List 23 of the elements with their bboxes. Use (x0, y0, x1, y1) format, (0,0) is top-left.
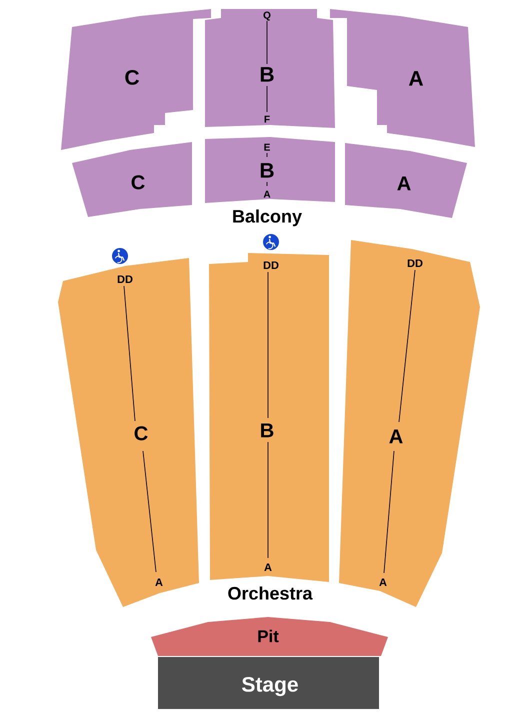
section-label: B (260, 163, 274, 178)
section-label: B (260, 67, 274, 82)
row-label: E (264, 144, 270, 151)
area-label: Pit (258, 630, 279, 642)
row-label: DD (118, 275, 132, 283)
section-label: C (132, 175, 145, 190)
area-label: Balcony (233, 209, 302, 226)
row-label: A (264, 190, 270, 198)
row-label: A (379, 578, 387, 586)
section-label: A (389, 429, 403, 444)
row-label: F (264, 116, 270, 123)
area-label: Orchestra (228, 586, 313, 600)
section-label: A (397, 176, 411, 190)
row-label: DD (264, 261, 278, 269)
section-label: B (261, 423, 274, 438)
section-label: A (408, 71, 424, 86)
section-label: C (134, 426, 148, 440)
section-label: C (125, 70, 139, 85)
row-label: A (155, 578, 163, 586)
area-label: Stage (242, 676, 298, 696)
row-label: DD (408, 259, 422, 267)
row-label: A (264, 563, 272, 571)
row-label: Q (264, 12, 270, 21)
